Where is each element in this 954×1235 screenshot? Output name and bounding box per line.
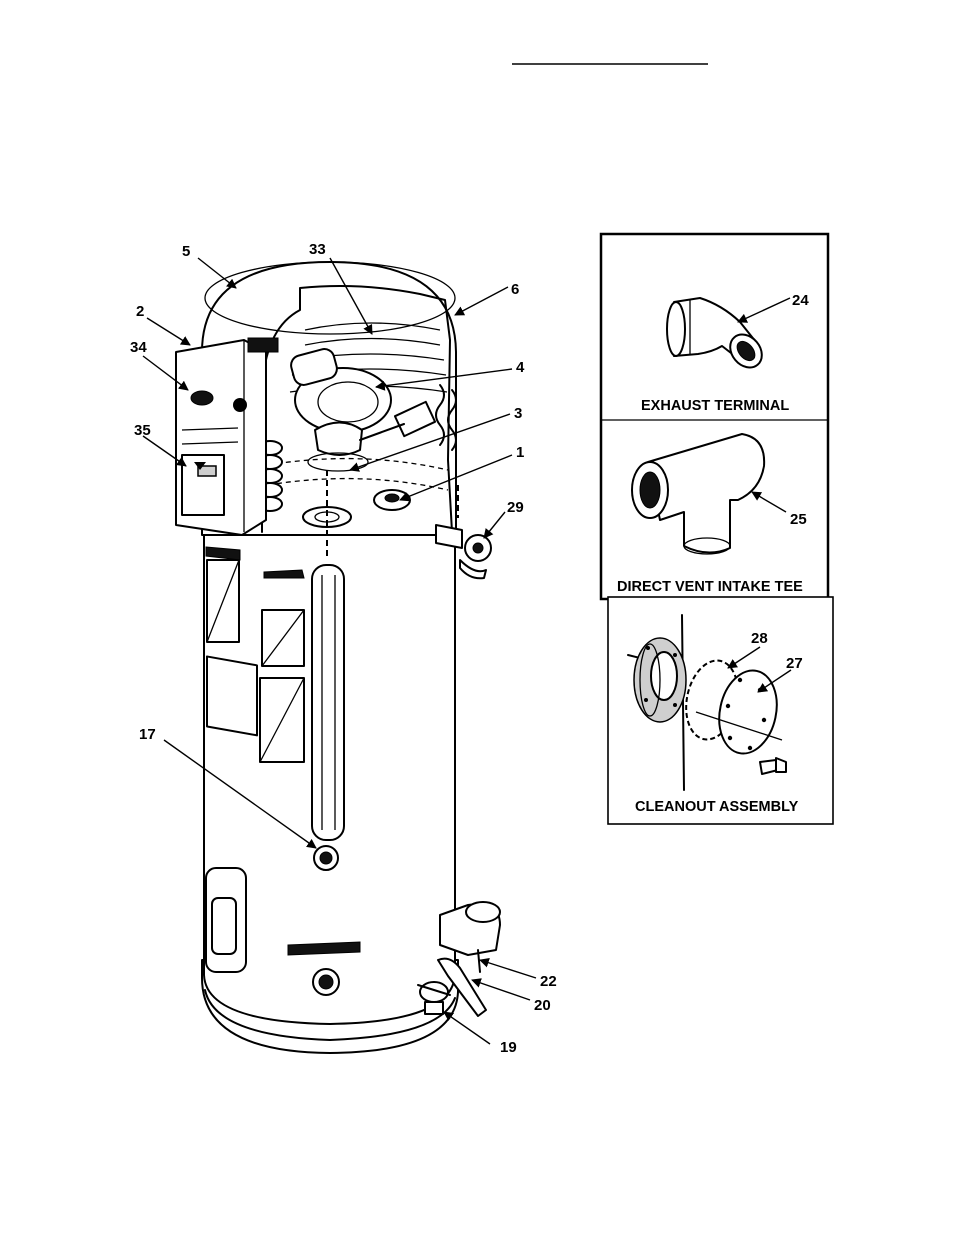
callout-4: 4 (516, 359, 525, 376)
callout-24: 24 (792, 292, 809, 309)
callout-25: 25 (790, 511, 807, 528)
intake-tee-caption: DIRECT VENT INTAKE TEE (617, 579, 803, 595)
callout-5: 5 (182, 243, 190, 260)
callout-29: 29 (507, 499, 524, 516)
callout-17: 17 (139, 726, 156, 743)
callout-22: 22 (540, 973, 557, 990)
callout-6: 6 (511, 281, 519, 298)
cleanout-assembly-caption: CLEANOUT ASSEMBLY (635, 799, 799, 815)
control-box (176, 338, 278, 535)
callout-19: 19 (500, 1039, 517, 1056)
callout-28: 28 (751, 630, 768, 647)
callout-2: 2 (136, 303, 144, 320)
callout-33: 33 (309, 241, 326, 258)
callout-20: 20 (534, 997, 551, 1014)
callout-3: 3 (514, 405, 522, 422)
callout-34: 34 (130, 339, 147, 356)
exhaust-terminal-caption: EXHAUST TERMINAL (641, 398, 789, 414)
water-heater-illustration (176, 262, 500, 1053)
callout-1: 1 (516, 444, 524, 461)
callout-27: 27 (786, 655, 803, 672)
inset-panel: 24 EXHAUST TERMINAL 25 DIRECT VENT INTAK… (601, 234, 833, 824)
callout-35: 35 (134, 422, 151, 439)
